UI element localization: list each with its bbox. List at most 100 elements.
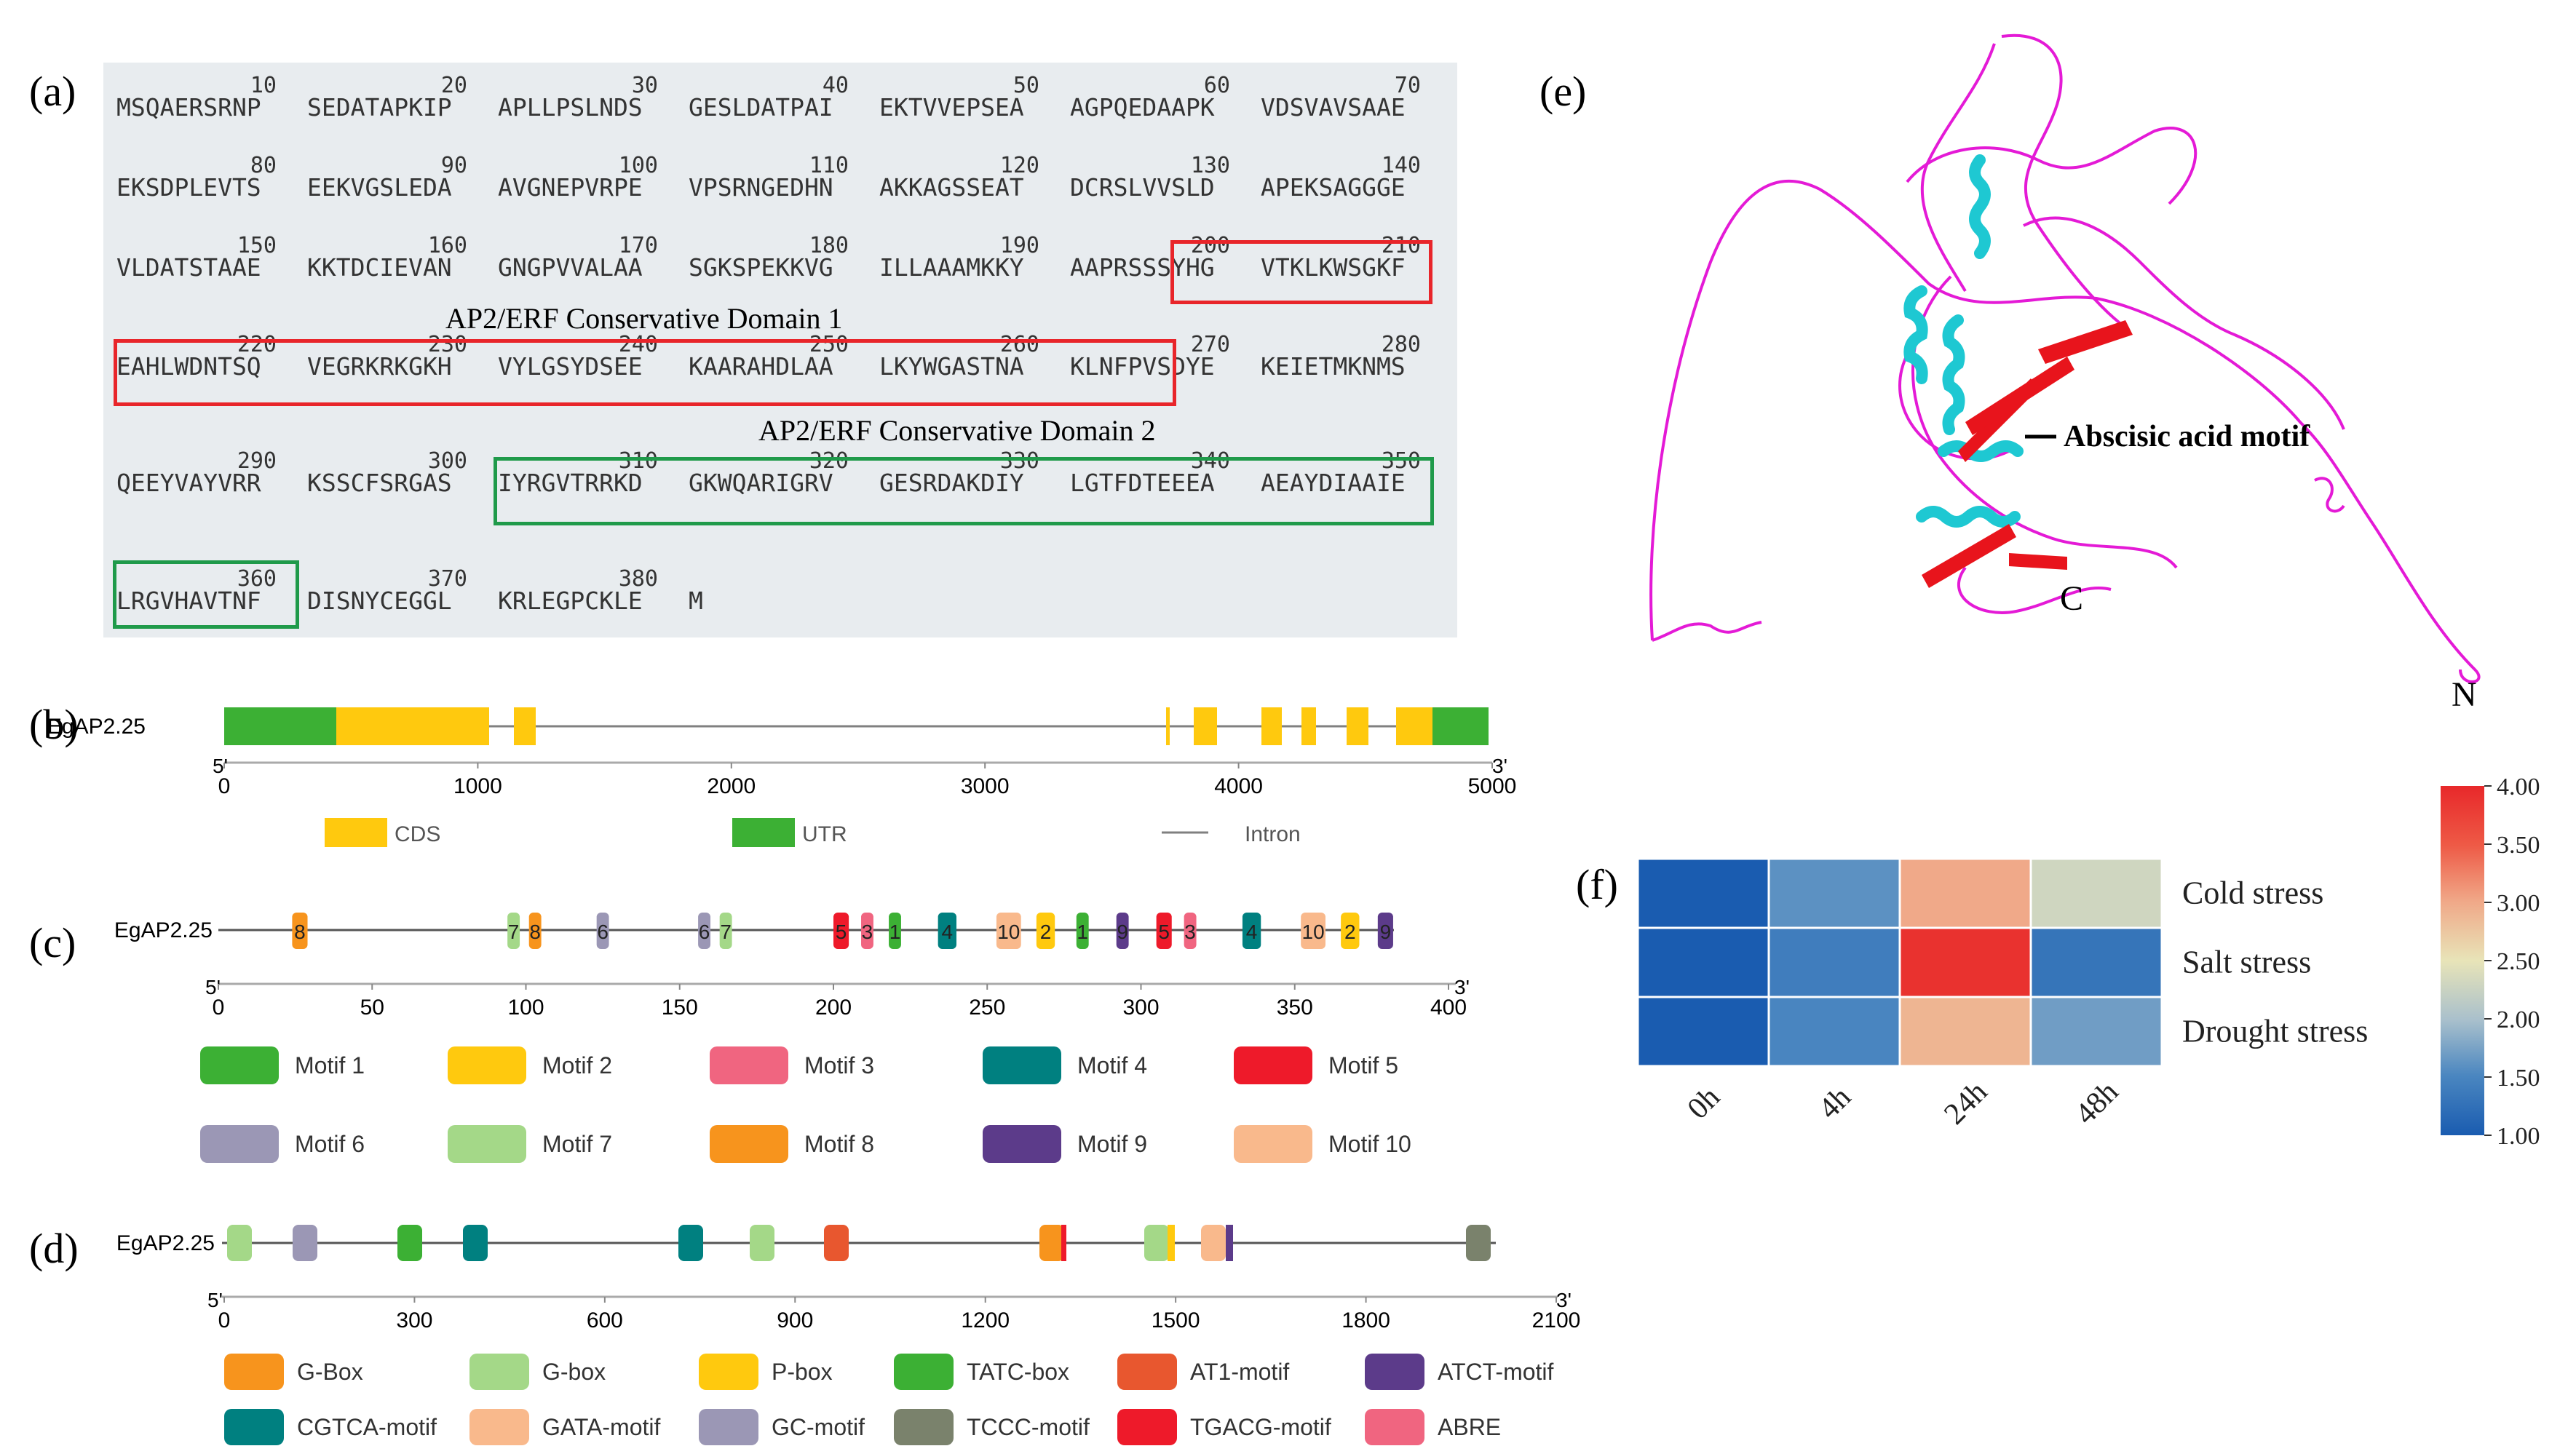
motif-number: 2 — [1344, 921, 1356, 943]
promoter-legend-label: ABRE — [1438, 1414, 1501, 1440]
sequence-position-number: 160 — [427, 233, 467, 258]
motif-legend-label: Motif 2 — [542, 1052, 612, 1078]
c-terminus-label: C — [2060, 579, 2083, 618]
axis-tick-label: 4000 — [1214, 774, 1263, 798]
motif-number: 2 — [1040, 921, 1052, 943]
sequence-block: VPSRNGEDHN — [689, 173, 833, 202]
promoter-legend-swatch — [469, 1409, 529, 1445]
axis-tick-label: 50 — [360, 996, 384, 1020]
colorbar-tick-label: 1.00 — [2497, 1123, 2540, 1150]
cds-block — [1261, 707, 1282, 745]
sequence-block: LRGVHAVTNF — [116, 587, 261, 615]
sequence-block: VDSVAVSAAE — [1261, 93, 1406, 122]
heatmap-cell — [1767, 996, 1901, 1068]
motif-box — [1116, 913, 1129, 949]
axis-tick-label: 250 — [969, 996, 1005, 1020]
motif-box — [1377, 913, 1393, 949]
motif-box — [1156, 913, 1172, 949]
sequence-position-number: 380 — [618, 566, 658, 592]
heatmap-cell — [1898, 857, 2032, 929]
promoter-legend-swatch — [224, 1409, 284, 1445]
motif-box — [596, 913, 609, 949]
promoter-legend-swatch — [1117, 1354, 1177, 1390]
motif-legend-label: Motif 7 — [542, 1131, 612, 1157]
domain1-box-part2 — [114, 339, 1176, 406]
heatmap-cell — [1636, 857, 1770, 929]
promoter-legend-label: GATA-motif — [542, 1414, 660, 1440]
sequence-position-number: 80 — [250, 153, 277, 178]
domain2-label: AP2/ERF Conservative Domain 2 — [758, 414, 1156, 447]
sequence-position-number: 50 — [1012, 73, 1039, 98]
heatmap-column-label: 0h — [1681, 1081, 1727, 1126]
motif-legend-swatch — [1234, 1046, 1312, 1084]
motif-number: 6 — [597, 921, 609, 943]
protein-structure-render: Abscisic acid motif C N — [1649, 33, 2481, 714]
domain2-box-part2 — [113, 560, 299, 629]
sequence-block: KLNFPVSDYE — [1070, 352, 1215, 381]
sequence-block: KSSCFSRGAS — [307, 469, 452, 497]
legend-swatch-utr — [732, 818, 795, 847]
heatmap-cell — [1898, 926, 2032, 998]
motif-box — [292, 913, 308, 949]
end5-b: 5' — [213, 755, 228, 777]
panel-label-a: (a) — [29, 68, 76, 115]
motif-legend-label: Motif 4 — [1077, 1052, 1147, 1078]
cds-block — [514, 707, 536, 745]
sequence-block: KAARAHDLAA — [689, 352, 833, 381]
sequence-position-number: 350 — [1381, 448, 1421, 474]
element-gc-motif — [293, 1225, 317, 1261]
motif-legend-label: Motif 5 — [1328, 1052, 1398, 1078]
domain1-label: AP2/ERF Conservative Domain 1 — [445, 302, 843, 335]
n-terminus-label: N — [2452, 675, 2477, 714]
heatmap-cell — [1898, 996, 2032, 1068]
sequence-position-number: 140 — [1381, 153, 1421, 178]
motif-number: 9 — [1117, 921, 1128, 943]
sequence-position-number: 210 — [1381, 233, 1421, 258]
axis-tick-label: 900 — [777, 1308, 813, 1332]
sequence-block: SEDATAPKIP — [307, 93, 452, 122]
sequence-position-number: 70 — [1394, 73, 1421, 98]
motif-number: 8 — [294, 921, 306, 943]
promoter-legend-swatch — [1365, 1354, 1424, 1390]
motif-number: 7 — [720, 921, 732, 943]
sequence-position-number: 30 — [631, 73, 658, 98]
cds-block — [1347, 707, 1368, 745]
sequence-block: M — [689, 587, 703, 615]
axis-tick-label: 2100 — [1532, 1308, 1581, 1332]
axis-tick-label: 300 — [1122, 996, 1159, 1020]
motif-legend-swatch — [983, 1125, 1061, 1163]
legend-swatch-cds — [325, 818, 387, 847]
motif-number: 5 — [836, 921, 847, 943]
gene-name-b: EgAP2.25 — [47, 715, 146, 739]
heatmap-cell — [2029, 926, 2163, 998]
sequence-position-number: 260 — [999, 332, 1039, 357]
sequence-position-number: 230 — [427, 332, 467, 357]
sequence-block: APLLPSLNDS — [498, 93, 643, 122]
motif-legend-swatch — [448, 1125, 526, 1163]
sequence-position-number: 240 — [618, 332, 658, 357]
sequence-position-number: 200 — [1190, 233, 1230, 258]
heatmap-cell — [1636, 926, 1770, 998]
sequence-block: IYRGVTRRKD — [498, 469, 643, 497]
element-g-box-upper — [1039, 1225, 1064, 1261]
abscisic-acid-annotation: Abscisic acid motif — [2064, 420, 2310, 453]
motif-box — [507, 913, 520, 949]
sequence-block: EKSDPLEVTS — [116, 173, 261, 202]
sequence-position-number: 60 — [1203, 73, 1230, 98]
heatmap-cell — [1767, 926, 1901, 998]
sequence-block: LGTFDTEEEA — [1070, 469, 1215, 497]
colorbar-tick-label: 3.50 — [2497, 832, 2540, 859]
motif-box — [861, 913, 873, 949]
colorbar-tick-label: 1.50 — [2497, 1065, 2540, 1092]
motif-legend-swatch — [200, 1046, 279, 1084]
axis-tick-label: 350 — [1277, 996, 1313, 1020]
panel-label-b: (b) — [29, 701, 79, 748]
heatmap-column-label: 48h — [2069, 1075, 2125, 1131]
